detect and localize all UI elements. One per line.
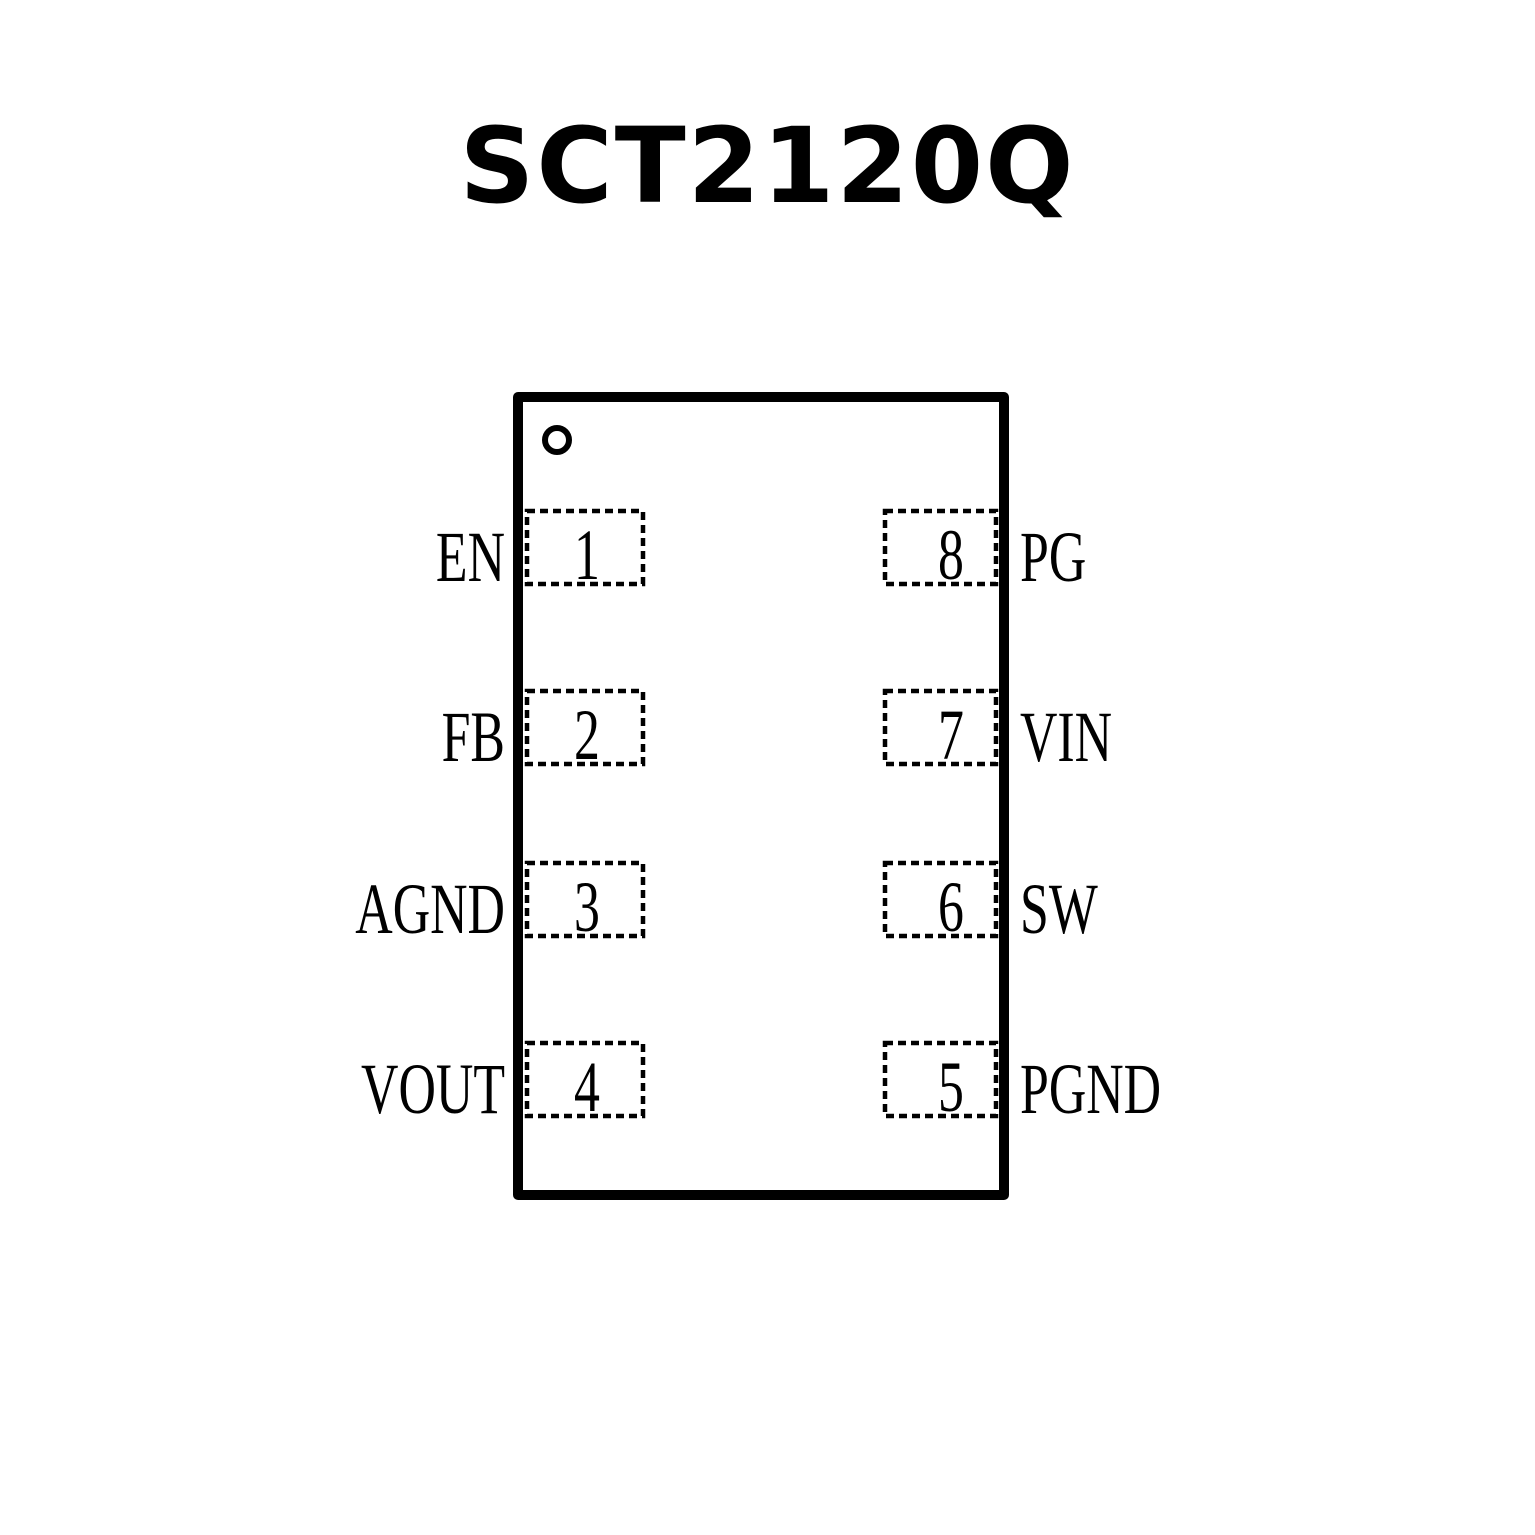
pin-label-agnd: AGND	[355, 869, 505, 949]
chip-body	[513, 392, 1009, 1200]
pin-label-vin: VIN	[1020, 697, 1112, 777]
pin-pad-6	[882, 860, 999, 939]
part-number-title: SCT2120Q	[459, 105, 1076, 227]
pin-label-fb: FB	[442, 697, 505, 777]
pin-number-6: 6	[938, 867, 964, 947]
pin1-marker-icon	[542, 425, 572, 455]
pin-number-2: 2	[574, 695, 600, 775]
pin-label-pg: PG	[1020, 517, 1086, 597]
pin-pad-8	[882, 508, 999, 587]
pin-pad-4	[524, 1040, 646, 1119]
pin-pad-5	[882, 1040, 999, 1119]
pin-label-en: EN	[436, 517, 505, 597]
pin-number-1: 1	[574, 515, 600, 595]
pin-pad-2	[524, 688, 646, 767]
pin-label-vout: VOUT	[361, 1049, 505, 1129]
pin-number-7: 7	[938, 695, 964, 775]
pin-pad-1	[524, 508, 646, 587]
pin-number-8: 8	[938, 515, 964, 595]
pin-label-pgnd: PGND	[1020, 1049, 1161, 1129]
pin-pad-3	[524, 860, 646, 939]
pin-number-3: 3	[574, 867, 600, 947]
pin-pad-7	[882, 688, 999, 767]
pin-number-4: 4	[574, 1047, 600, 1127]
pin-number-5: 5	[938, 1047, 964, 1127]
pin-label-sw: SW	[1020, 869, 1098, 949]
